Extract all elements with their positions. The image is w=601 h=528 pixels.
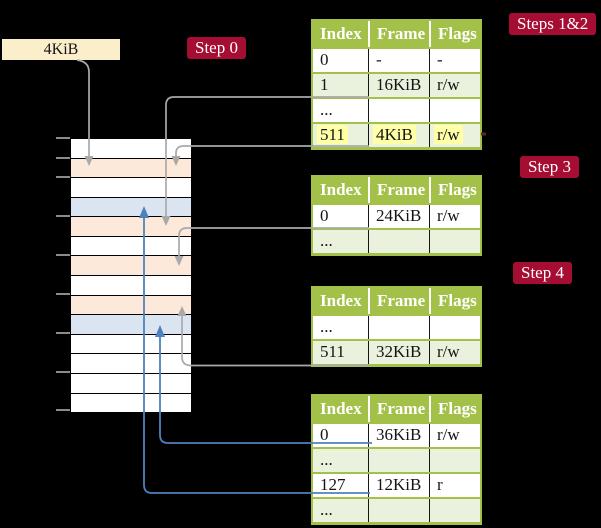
- memory-tick: [56, 409, 70, 411]
- memory-frame-row-16kib: [71, 217, 191, 237]
- cell-flags: r: [437, 475, 443, 494]
- memory-frame-row-20kib: [71, 236, 191, 257]
- cell-index: 1: [320, 75, 329, 94]
- memory-frame-row-8kib: [71, 178, 191, 198]
- cell-index: 511: [317, 125, 348, 144]
- column-header-index: Index: [320, 399, 362, 418]
- memory-tick: [56, 137, 70, 139]
- table-row: ...: [313, 316, 480, 339]
- cell-flags: r/w: [437, 342, 460, 361]
- page-table-base-box: 4KiB: [2, 39, 120, 60]
- step0-badge: Step 0: [187, 37, 246, 59]
- page-table-steps12: Index Frame Flags 0 - - 1 16KiB r/w ... …: [311, 19, 482, 150]
- table-row: 1 16KiB r/w: [313, 74, 480, 97]
- memory-frame-row-32kib: [71, 295, 191, 316]
- cell-flags: r/w: [437, 425, 460, 444]
- memory-tick: [56, 254, 70, 256]
- cell-index: ...: [320, 500, 333, 519]
- column-header-frame: Frame: [368, 288, 429, 314]
- cell-index: 0: [320, 425, 329, 444]
- memory-tick: [56, 215, 70, 217]
- memory-frame-row-36kib: [71, 315, 191, 335]
- cell-index: ...: [320, 100, 333, 119]
- step4-badge: Step 4: [513, 262, 572, 284]
- memory-frame-row-44kib: [71, 354, 191, 374]
- column-header-frame: Frame: [368, 177, 429, 203]
- memory-frame-row-12kib: [71, 197, 191, 218]
- memory-tick: [56, 293, 70, 295]
- column-header-frame: Frame: [368, 396, 429, 422]
- column-header-index: Index: [320, 180, 362, 199]
- cell-frame: -: [376, 50, 382, 69]
- memory-frame-row-28kib: [71, 276, 191, 296]
- page-table-final: Index Frame Flags 0 36KiB r/w ... 127 12…: [311, 394, 482, 525]
- physical-memory-column: [70, 138, 192, 413]
- memory-tick: [56, 371, 70, 373]
- cell-index: ...: [320, 317, 333, 336]
- cell-frame: 24KiB: [376, 206, 422, 225]
- table-row: ...: [313, 499, 480, 522]
- cell-frame: 16KiB: [376, 75, 422, 94]
- page-table-step4: Index Frame Flags ... 511 32KiB r/w: [311, 286, 482, 367]
- table-row: ...: [313, 449, 480, 472]
- cell-index: 127: [320, 475, 346, 494]
- memory-tick: [56, 176, 70, 178]
- table-header-row: Index Frame Flags: [313, 177, 480, 203]
- table-row: 127 12KiB r: [313, 474, 480, 497]
- cell-index: ...: [320, 450, 333, 469]
- page-table-step3: Index Frame Flags 0 24KiB r/w ...: [311, 175, 482, 256]
- table-row: 511 32KiB r/w: [313, 341, 480, 364]
- step3-badge: Step 3: [520, 156, 579, 178]
- table-row: 0 - -: [313, 49, 480, 72]
- cell-flags: r/w: [434, 125, 463, 144]
- column-header-index: Index: [320, 291, 362, 310]
- table-row: ...: [313, 99, 480, 122]
- cell-index: 0: [320, 206, 329, 225]
- memory-frame-row-48kib: [71, 373, 191, 394]
- column-header-index: Index: [320, 24, 362, 43]
- steps12-badge: Steps 1&2: [509, 13, 597, 35]
- table-header-row: Index Frame Flags: [313, 396, 480, 422]
- memory-frame-row-40kib: [71, 334, 191, 355]
- cell-index: ...: [320, 231, 333, 250]
- table-row: 0 36KiB r/w: [313, 424, 480, 447]
- page-table-base-label: 4KiB: [43, 41, 79, 58]
- table-header-row: Index Frame Flags: [313, 21, 480, 47]
- memory-frame-row-52kib: [71, 393, 191, 413]
- cell-index: 511: [320, 342, 345, 361]
- column-header-flags: Flags: [429, 288, 480, 314]
- table-row-recursive-entry: 511 4KiB r/w: [313, 124, 480, 147]
- memory-frame-row-0kib: [71, 139, 191, 159]
- cell-frame: 32KiB: [376, 342, 422, 361]
- column-header-flags: Flags: [429, 21, 480, 47]
- cell-flags: -: [437, 50, 443, 69]
- column-header-flags: Flags: [429, 177, 480, 203]
- memory-tick: [56, 156, 70, 159]
- cell-flags: r/w: [437, 75, 460, 94]
- column-header-frame: Frame: [368, 21, 429, 47]
- table-row: 0 24KiB r/w: [313, 205, 480, 228]
- cell-flags: r/w: [437, 206, 460, 225]
- memory-frame-row-4kib: [71, 158, 191, 179]
- table-row: ...: [313, 230, 480, 253]
- memory-tick: [56, 332, 70, 334]
- cell-frame: 12KiB: [376, 475, 422, 494]
- table-header-row: Index Frame Flags: [313, 288, 480, 314]
- cell-frame: 4KiB: [373, 125, 416, 144]
- memory-frame-row-24kib: [71, 256, 191, 277]
- cell-frame: 36KiB: [376, 425, 422, 444]
- column-header-flags: Flags: [429, 396, 480, 422]
- cell-index: 0: [320, 50, 329, 69]
